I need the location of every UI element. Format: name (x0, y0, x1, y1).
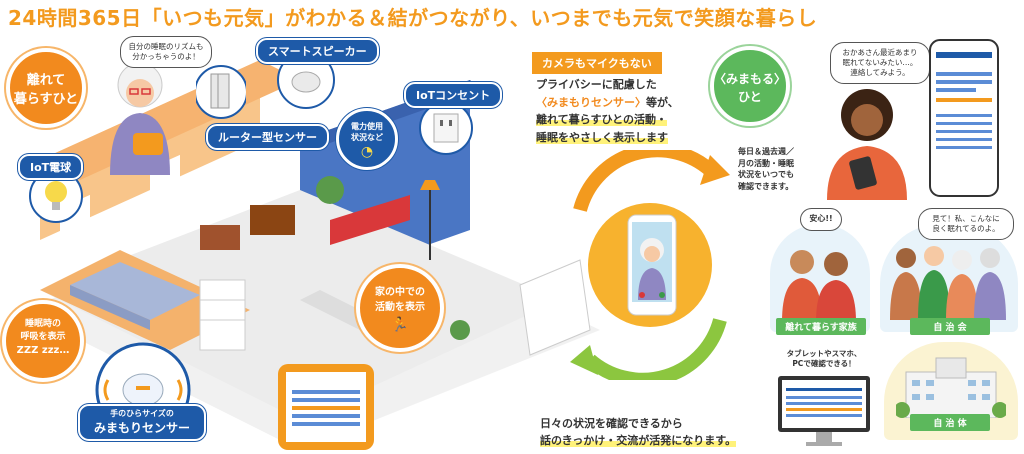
daily-note-line1: 毎日＆過去週／ (738, 147, 794, 156)
daily-note-line4: 確認できます。 (738, 181, 794, 191)
family-label: 離れて暮らす家族 (776, 318, 866, 335)
family-figures (782, 250, 856, 322)
sleep-badge-line1: 睡眠時の (24, 319, 61, 329)
daily-status-note: 毎日＆過去週／ 月の活動・睡眠 状況をいつでも 確認できます。 (738, 146, 794, 192)
privacy-banner: カメラもマイクもない (532, 52, 662, 74)
remote-person-line2: 暮らすひと (13, 91, 79, 107)
activity-badge-line2: 活動を表示 (375, 301, 425, 313)
privacy-line2-em: 〈みまもりセンサー〉 (536, 95, 646, 109)
watcher-bubble-line3: 連絡してみよう。 (850, 68, 910, 78)
privacy-line4-text: 睡眠をやさしく表示します (536, 130, 668, 144)
watcher-badge-line1: 〈みまもる〉 (714, 72, 787, 86)
sleep-badge-line2: 呼吸を表示 (20, 332, 66, 343)
power-usage-badge: 電力使用 状況など ◔ (336, 108, 398, 170)
watcher-badge-line2: ひと (738, 90, 762, 104)
power-badge-line2: 状況など (351, 133, 383, 143)
iot-bulb-icon (29, 169, 83, 223)
family-speech-bubble: 安心!! (800, 208, 842, 231)
privacy-line2-rest: 等が、 (646, 95, 679, 109)
elder-bubble-line1: 自分の睡眠のリズムも (128, 42, 204, 51)
video-call-illustration (570, 150, 730, 380)
sleep-breathing-badge: 睡眠時の 呼吸を表示 ZZZ zzz… (2, 300, 84, 382)
municipality-building (896, 357, 1006, 418)
community-label: 自 治 会 (910, 318, 990, 335)
community-bubble-line1: 見て！私、こんなに (932, 214, 1000, 223)
elder-bubble-line2: 分かっちゃうのよ！ (132, 52, 200, 62)
community-figures (890, 246, 1006, 320)
remote-person-line1: 離れて (26, 73, 66, 88)
daily-note-line2: 月の活動・睡眠 (738, 158, 794, 168)
running-person-icon: 🏃 (391, 317, 409, 333)
community-speech-bubble: 見て！私、こんなに 良く眠れてるのよ。 (918, 208, 1014, 241)
elder-speech-bubble: 自分の睡眠のリズムも 分かっちゃうのよ！ (120, 36, 212, 69)
activity-display-badge: 家の中での 活動を表示 🏃 (356, 264, 444, 352)
router-sensor-tag: ルーター型センサー (206, 124, 329, 150)
pc-monitor-illustration (778, 376, 870, 446)
router-device-icon (196, 65, 246, 119)
privacy-line2: 〈みまもりセンサー〉等が、 (536, 94, 679, 112)
tablet-display-illustration (278, 364, 374, 450)
privacy-line3: 離れて暮らすひとの活動・ (536, 111, 679, 129)
sensor-label: 手のひらサイズの みまもりセンサー (78, 404, 207, 441)
watcher-bubble-line2: 眠れてないみたい…。 (842, 58, 918, 68)
gauge-icon: ◔ (360, 144, 374, 161)
smart-speaker-tag: スマートスピーカー (256, 38, 379, 64)
remote-person-badge: 離れて 暮らすひと (6, 48, 86, 128)
tablet-note-line2: PCで確認できる！ (792, 359, 856, 369)
house-illustration (20, 60, 600, 450)
smart-speaker-icon (277, 51, 335, 109)
watcher-badge: 〈みまもる〉 ひと (710, 46, 790, 126)
privacy-line4: 睡眠をやさしく表示します (536, 129, 679, 147)
watcher-bubble-line1: おかあさん最近あまり (842, 48, 918, 57)
iot-bulb-tag: IoT電球 (18, 154, 84, 180)
page-title: 24時間365日「いつも元気」がわかる＆結がつながり、いつまでも元気で笑顔な暮ら… (8, 6, 818, 30)
community-bubble-line2: 良く眠れてるのよ。 (932, 224, 1000, 234)
tablet-note: タブレットやスマホ、 PCで確認できる！ (776, 344, 872, 375)
watcher-speech-bubble: おかあさん最近あまり 眠れてないみたい…。 連絡してみよう。 (830, 42, 930, 85)
privacy-description: プライバシーに配慮した 〈みまもりセンサー〉等が、 離れて暮らすひとの活動・ 睡… (536, 76, 679, 146)
sensor-label-line2: みまもりセンサー (94, 420, 191, 435)
bottom-line1: 日々の状況を確認できるから (540, 417, 683, 430)
privacy-line1: プライバシーに配慮した (536, 78, 657, 91)
elderly-woman-figure (110, 62, 170, 175)
power-badge-line1: 電力使用 (351, 122, 383, 131)
bottom-line2-text: 話のきっかけ・交流が活発になります。 (540, 433, 737, 447)
daily-note-line3: 状況をいつでも (738, 170, 794, 180)
sleep-badge-line3: ZZZ zzz… (16, 345, 70, 357)
smartphone-app-screen (929, 39, 999, 197)
iot-outlet-icon (419, 101, 473, 155)
municipality-label: 自 治 体 (910, 414, 990, 431)
sensor-label-line1: 手のひらサイズの (110, 409, 174, 418)
watcher-woman-figure (827, 89, 907, 200)
tablet-note-line1: タブレットやスマホ、 (786, 349, 862, 358)
privacy-line3-text: 離れて暮らすひとの活動・ (536, 113, 668, 127)
iot-outlet-tag: IoTコンセント (404, 82, 503, 108)
activity-badge-line1: 家の中での (375, 287, 425, 298)
bottom-message: 日々の状況を確認できるから 話のきっかけ・交流が活発になります。 (540, 416, 737, 450)
bottom-line2: 話のきっかけ・交流が活発になります。 (540, 433, 737, 450)
